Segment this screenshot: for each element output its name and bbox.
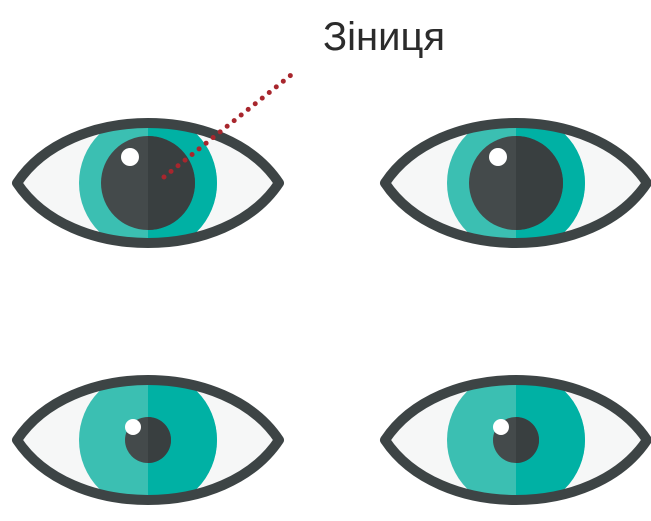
iris-group <box>79 114 217 252</box>
pupil-label: Зіниця <box>323 15 445 59</box>
iris-group <box>79 371 217 509</box>
eyes-group <box>17 114 647 509</box>
eye-4 <box>385 371 647 509</box>
eye-3 <box>17 371 279 509</box>
highlight-dot <box>489 148 507 166</box>
iris-group <box>447 371 585 509</box>
eye-2 <box>385 114 647 252</box>
highlight-dot <box>125 419 141 435</box>
iris-group <box>447 114 585 252</box>
highlight-dot <box>121 148 139 166</box>
highlight-dot <box>493 419 509 435</box>
eye-1 <box>17 114 279 252</box>
